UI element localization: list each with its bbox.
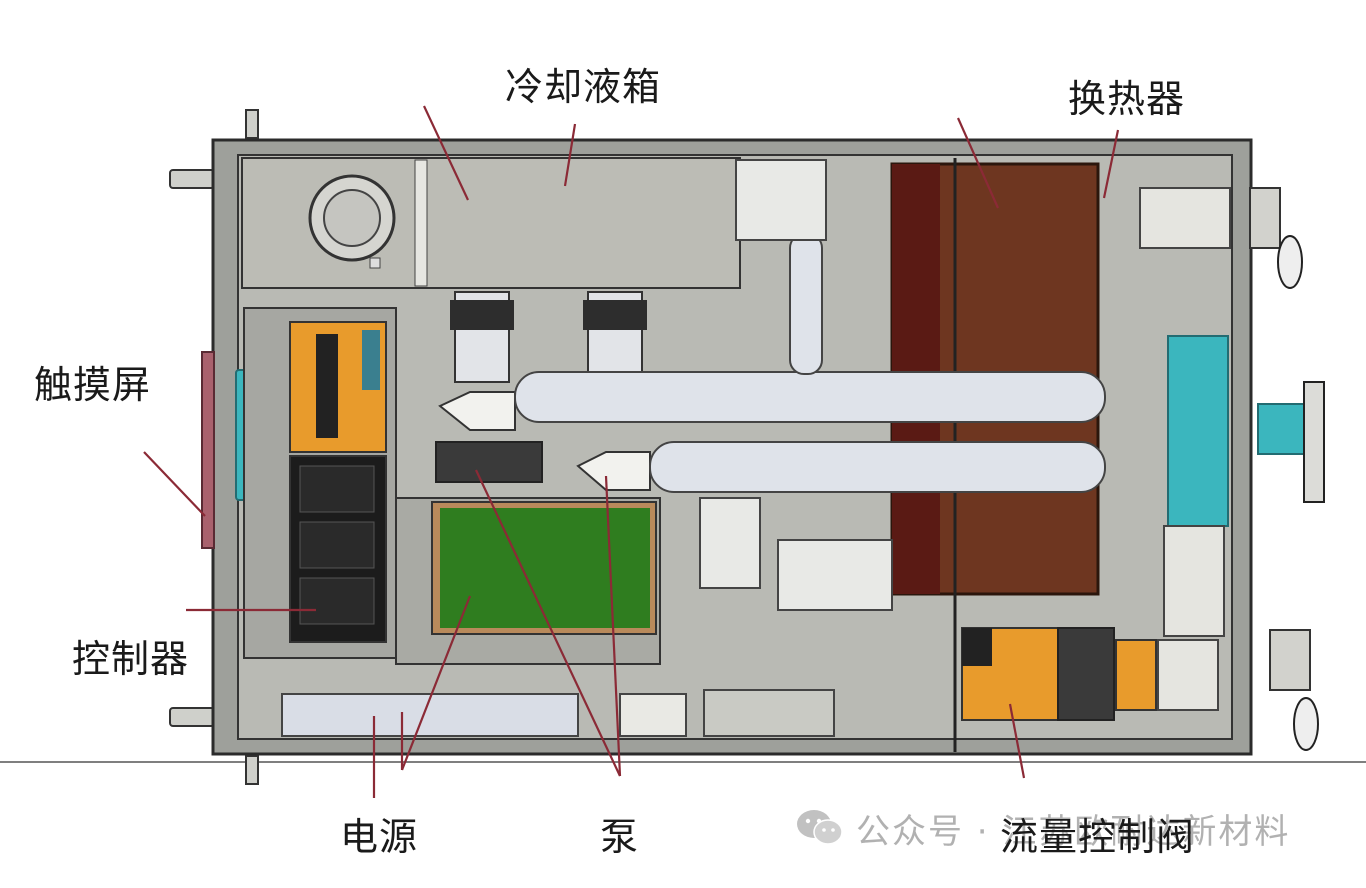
leader-heat-exchanger-2 <box>1102 129 1120 199</box>
leader-coolant-tank-1 <box>423 105 469 201</box>
label-controller: 控制器 <box>72 637 190 681</box>
label-power-supply: 电源 <box>340 815 419 859</box>
touch-screen <box>201 351 215 549</box>
coolant-tank <box>241 157 741 289</box>
label-coolant-tank: 冷却液箱 <box>505 65 662 109</box>
leader-power-3 <box>400 595 472 771</box>
leader-lines <box>143 105 1120 798</box>
pipes <box>514 159 1106 611</box>
label-touch-screen: 触摸屏 <box>34 363 152 407</box>
leader-heat-exchanger-1 <box>956 117 1000 209</box>
watermark: 公众号 · 江苏欧耐达新材料 <box>796 806 1291 852</box>
controller <box>243 307 397 659</box>
leader-pump-2 <box>604 475 622 777</box>
pump-assembly <box>435 291 651 491</box>
wechat-icon <box>797 810 843 845</box>
leader-flow-valve <box>1008 703 1026 779</box>
power-supply-board <box>395 497 661 665</box>
leader-coolant-tank-2 <box>563 123 577 187</box>
base-plate <box>703 689 835 737</box>
pump-motor <box>435 441 543 483</box>
right-side-fittings <box>1139 187 1325 751</box>
flow-control-valve <box>961 627 1219 721</box>
label-heat-exchanger: 换热器 <box>1068 77 1186 121</box>
label-pump: 泵 <box>600 815 640 859</box>
leader-touch-screen <box>143 451 206 517</box>
watermark-text: 公众号 · 江苏欧耐达新材料 <box>856 811 1291 852</box>
label-flow-control-valve: 流量控制阀 <box>1000 815 1196 859</box>
chassis-fittings <box>169 109 259 785</box>
terminal-block <box>619 693 687 737</box>
leader-pump-1 <box>475 469 621 777</box>
